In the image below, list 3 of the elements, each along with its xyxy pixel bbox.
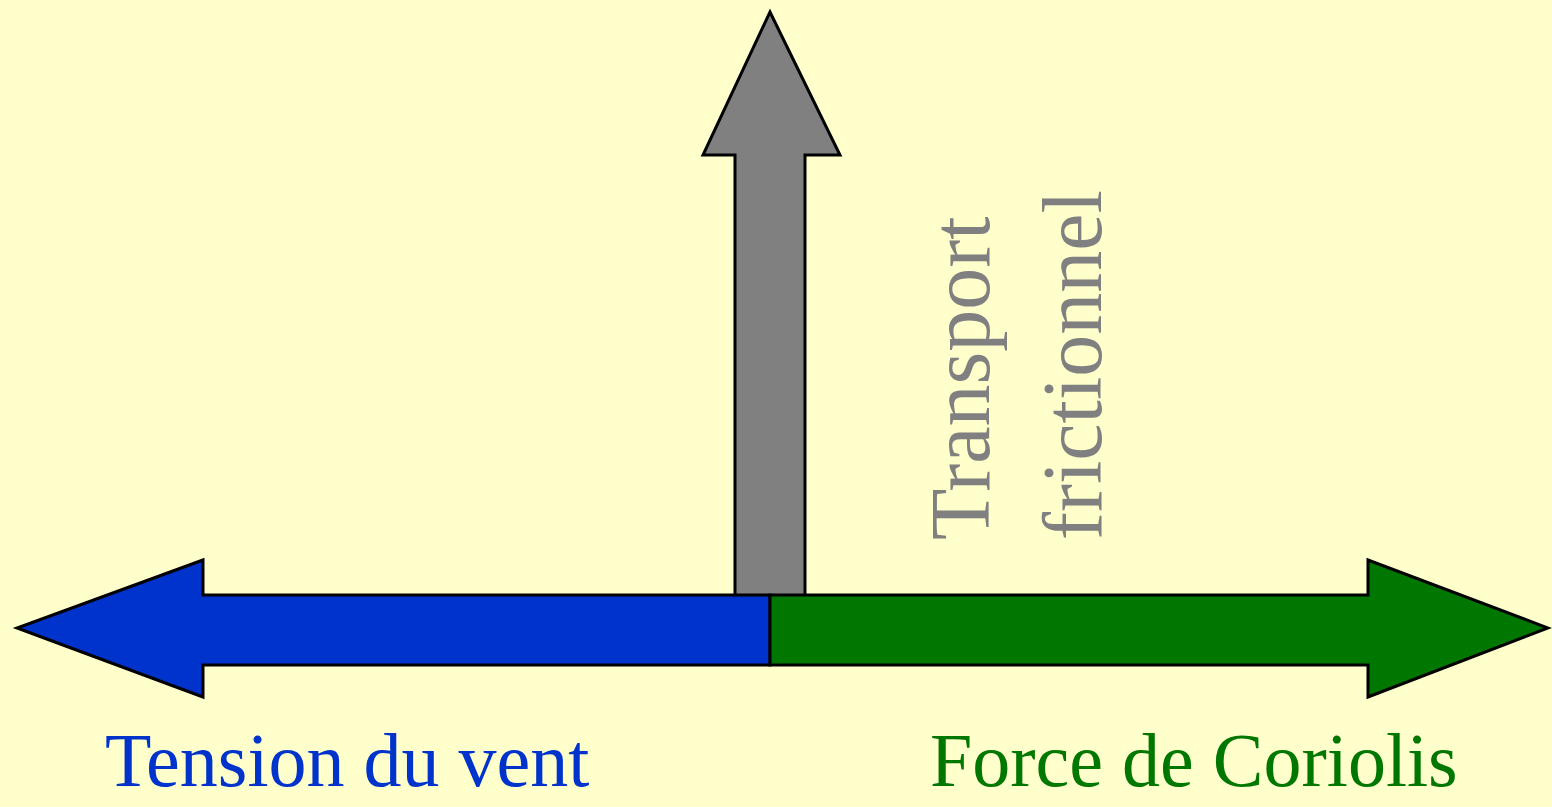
force-label: Force de Coriolis [930,722,1458,798]
force-label: Tension du vent [105,722,590,798]
force-label: Transport frictionnel [913,189,1120,540]
